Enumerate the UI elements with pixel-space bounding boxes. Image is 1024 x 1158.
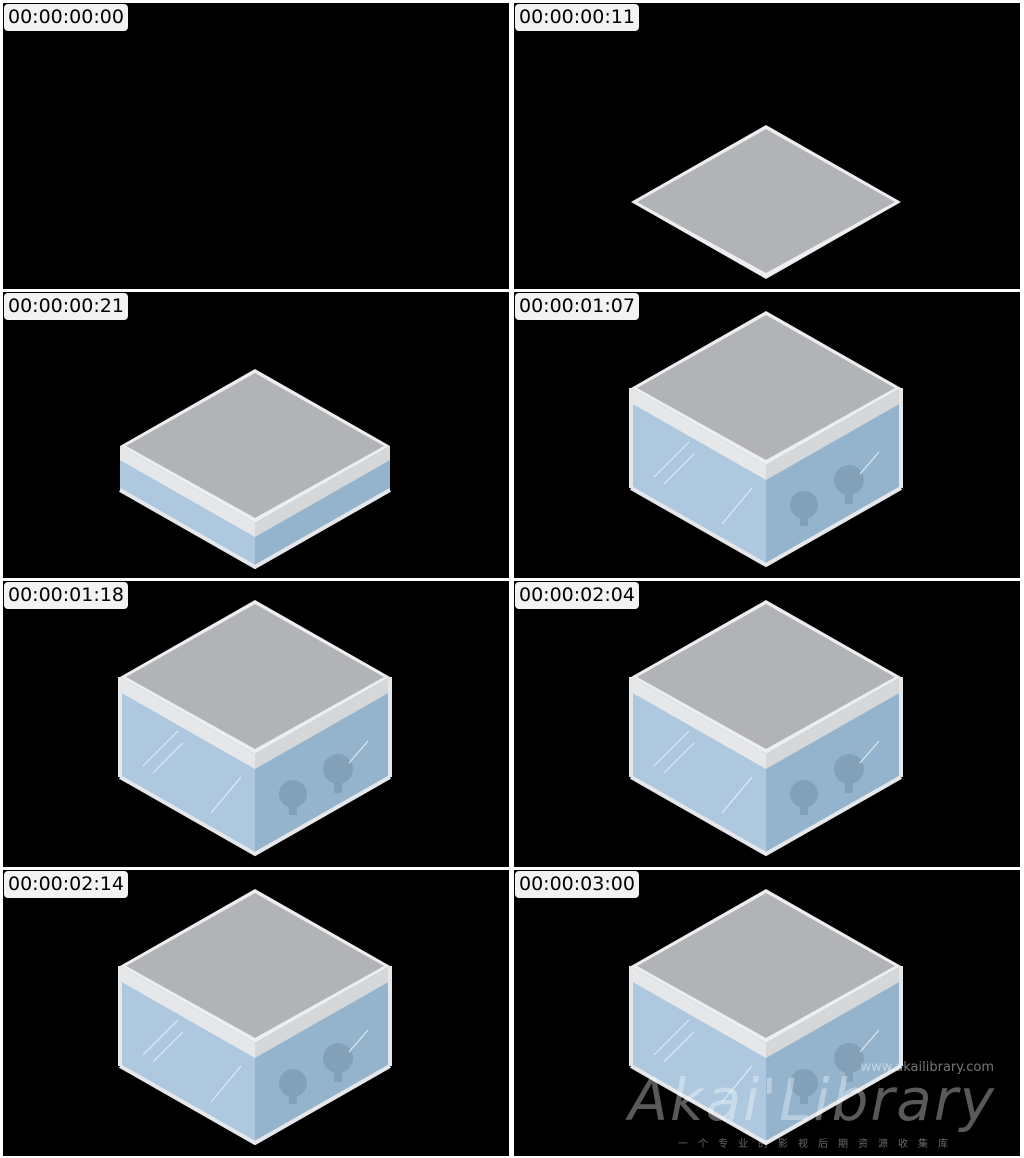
aquarium-low (119, 369, 391, 570)
video-frame-2[interactable]: 00:00:00:11 (514, 3, 1020, 289)
aquarium-full (629, 311, 903, 568)
video-frame-8[interactable]: 00:00:03:00 www.akailibrary.com Akai'Lib… (514, 870, 1020, 1156)
video-frame-3[interactable]: 00:00:00:21 (3, 292, 509, 578)
video-frame-6[interactable]: 00:00:02:04 (514, 581, 1020, 867)
aquarium-full (118, 600, 392, 857)
video-frame-4[interactable]: 00:00:01:07 (514, 292, 1020, 578)
aquarium-full (629, 889, 903, 1146)
lid-plate (631, 125, 901, 279)
timecode-label: 00:00:00:11 (515, 4, 639, 31)
timecode-label: 00:00:02:04 (515, 582, 639, 609)
timecode-label: 00:00:02:14 (4, 871, 128, 898)
video-frame-1[interactable]: 00:00:00:00 (3, 3, 509, 289)
timecode-label: 00:00:01:18 (4, 582, 128, 609)
video-frame-7[interactable]: 00:00:02:14 (3, 870, 509, 1156)
timecode-label: 00:00:03:00 (515, 871, 639, 898)
timecode-label: 00:00:01:07 (515, 293, 639, 320)
aquarium-full (629, 600, 903, 857)
timecode-label: 00:00:00:00 (4, 4, 128, 31)
aquarium-full (118, 889, 392, 1146)
timecode-label: 00:00:00:21 (4, 293, 128, 320)
video-frame-5[interactable]: 00:00:01:18 (3, 581, 509, 867)
